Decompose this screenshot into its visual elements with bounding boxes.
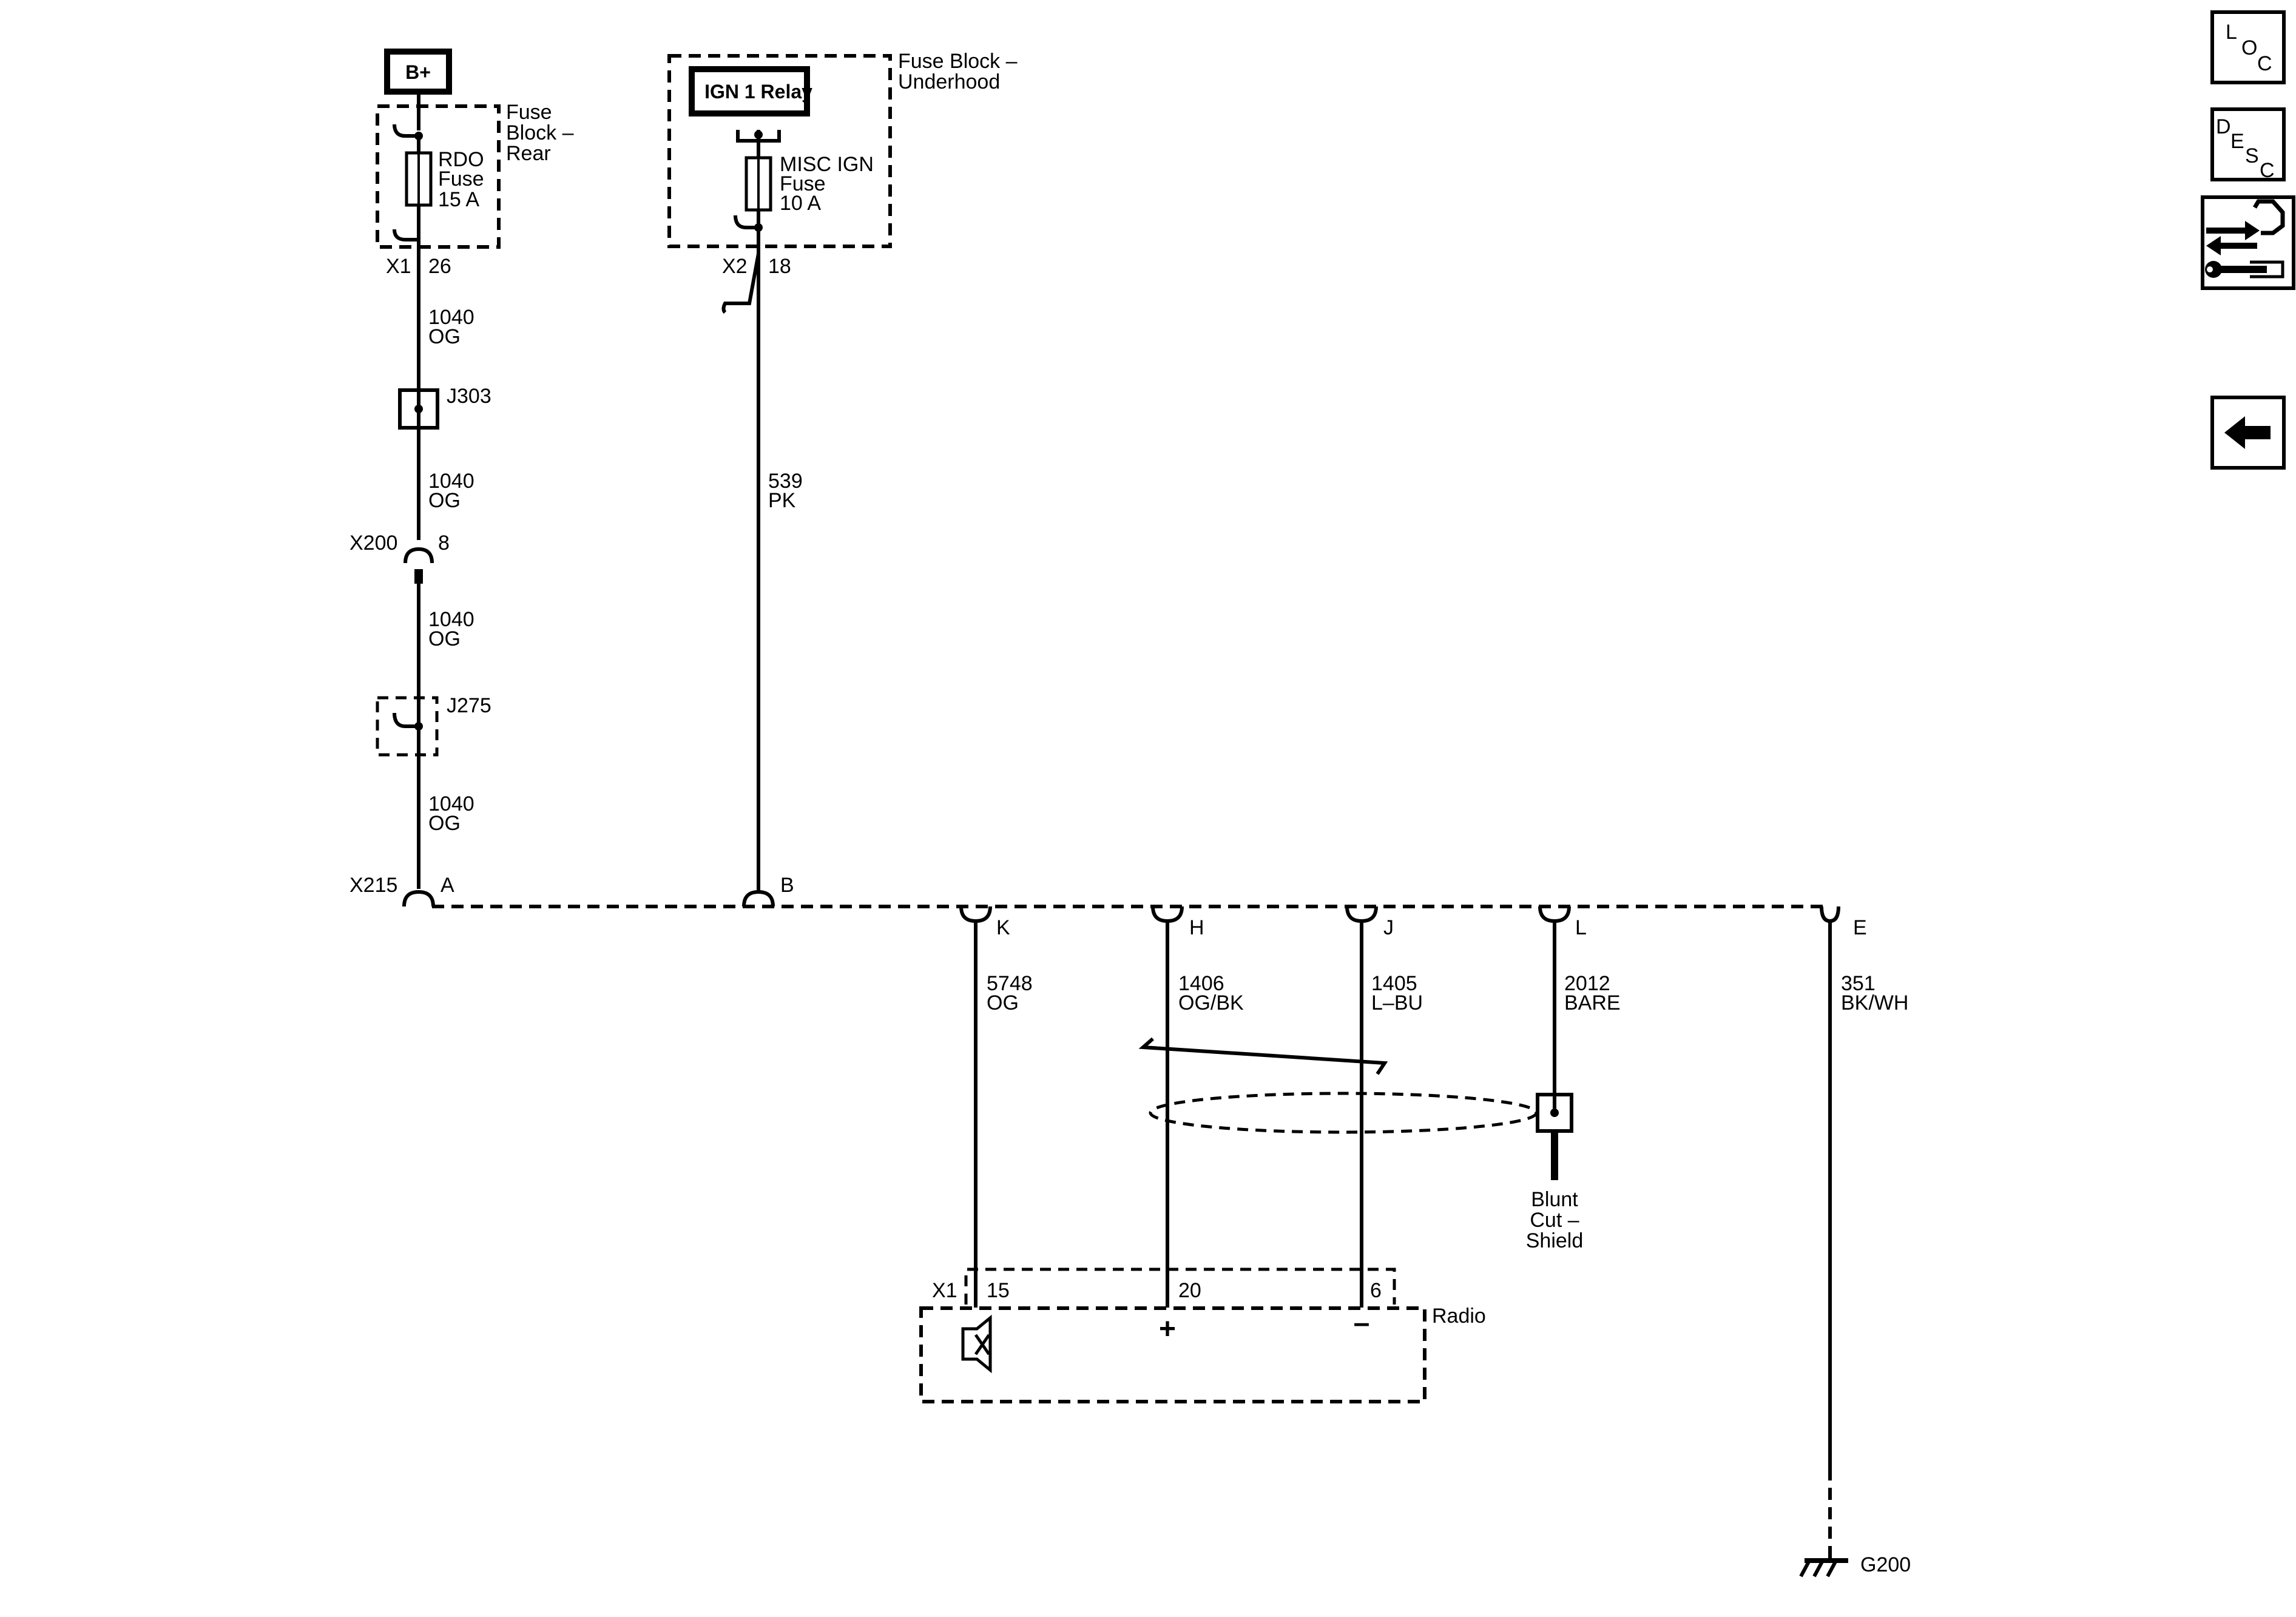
connector-x200: X200 8 [349,532,450,584]
svg-text:B: B [780,874,794,897]
svg-text:OG/BK: OG/BK [1178,991,1244,1014]
svg-text:Fuse: Fuse [438,167,484,191]
svg-text:BARE: BARE [1564,991,1621,1014]
svg-text:Blunt: Blunt [1531,1188,1578,1211]
svg-text:5748: 5748 [987,972,1033,995]
svg-text:OG: OG [428,325,461,348]
connector-x215: X215 A B K H J L E [349,874,1867,939]
underhood-x2-pin: 18 [768,255,791,278]
svg-text:OG: OG [428,812,461,835]
ground-g200: G200 [1799,1553,1911,1578]
svg-text:Fuse Block –: Fuse Block – [898,50,1018,73]
component-connector-icon[interactable] [2201,195,2295,290]
svg-text:S: S [2245,144,2259,167]
desc-button[interactable]: D E S C [2210,107,2286,182]
speaker-mute-icon [961,1314,992,1374]
svg-text:Cut –: Cut – [1530,1209,1579,1232]
svg-text:15: 15 [987,1279,1010,1302]
svg-text:H: H [1189,916,1204,939]
svg-text:X215: X215 [349,874,397,897]
svg-text:–: – [1354,1307,1370,1339]
bplus-source: B+ [384,49,452,95]
svg-text:D: D [2216,115,2231,138]
svg-text:O: O [2241,36,2257,59]
svg-text:1040: 1040 [428,792,474,815]
svg-text:1040: 1040 [428,470,474,493]
svg-text:L: L [1575,916,1587,939]
svg-text:Fuse: Fuse [780,172,826,195]
svg-text:C: C [2257,52,2272,75]
svg-text:E: E [1853,916,1867,939]
svg-text:Underhood: Underhood [898,70,1000,93]
svg-text:MISC IGN: MISC IGN [780,153,874,176]
svg-text:Fuse: Fuse [506,101,552,124]
svg-text:J275: J275 [447,694,491,717]
svg-text:L–BU: L–BU [1371,991,1423,1014]
bplus-label: B+ [405,61,431,83]
misc-ign-fuse: MISC IGN Fuse 10 A [745,153,874,215]
radio-label: Radio [1432,1305,1486,1328]
arrow-left-icon [2224,416,2271,449]
svg-text:IGN 1 Relay: IGN 1 Relay [704,81,812,103]
svg-text:RDO: RDO [438,148,484,171]
radio-module: X1 15 20 6 Radio + – [919,1268,1486,1403]
shield: Blunt Cut – Shield [1149,1092,1584,1252]
svg-text:J303: J303 [447,385,491,408]
svg-text:20: 20 [1178,1279,1201,1302]
svg-text:OG: OG [987,991,1019,1014]
svg-text:539: 539 [768,470,803,493]
svg-text:1040: 1040 [428,306,474,329]
back-button[interactable] [2210,396,2286,470]
svg-text:8: 8 [438,532,450,555]
svg-text:E: E [2230,130,2244,153]
svg-text:X200: X200 [349,532,397,555]
svg-text:10 A: 10 A [780,192,821,215]
svg-text:K: K [996,916,1010,939]
svg-text:A: A [441,874,454,897]
rear-x1-name: X1 [386,255,411,278]
rdo-fuse: RDO Fuse 15 A [405,148,484,211]
splice-j303: J303 [398,385,491,430]
svg-text:L: L [2226,21,2237,44]
svg-text:PK: PK [768,489,796,512]
splice-j275: J275 [376,694,491,757]
svg-text:6: 6 [1370,1279,1382,1302]
underhood-x2-name: X2 [722,255,748,278]
fuse-block-underhood: Fuse Block – Underhood [667,50,1018,248]
twisted-pair-symbol [1138,1037,1388,1075]
svg-text:OG: OG [428,489,461,512]
fuse-block-rear: Fuse Block – Rear [376,101,574,249]
loc-button[interactable]: L O C [2210,10,2286,84]
svg-text:351: 351 [1841,972,1876,995]
svg-text:1405: 1405 [1371,972,1417,995]
svg-text:BK/WH: BK/WH [1841,991,1908,1014]
svg-text:+: + [1159,1313,1176,1345]
svg-text:C: C [2260,159,2275,182]
svg-text:Rear: Rear [506,142,551,165]
ign-1-relay: IGN 1 Relay [689,66,812,116]
svg-text:Shield: Shield [1526,1229,1584,1252]
svg-text:Block –: Block – [506,121,574,144]
svg-text:15 A: 15 A [438,188,479,211]
svg-text:X1: X1 [932,1279,957,1302]
svg-text:OG: OG [428,627,461,650]
svg-text:2012: 2012 [1564,972,1610,995]
svg-text:1040: 1040 [428,608,474,631]
svg-text:G200: G200 [1860,1553,1911,1576]
svg-text:1406: 1406 [1178,972,1224,995]
svg-text:J: J [1383,916,1394,939]
rear-x1-pin: 26 [428,255,451,278]
